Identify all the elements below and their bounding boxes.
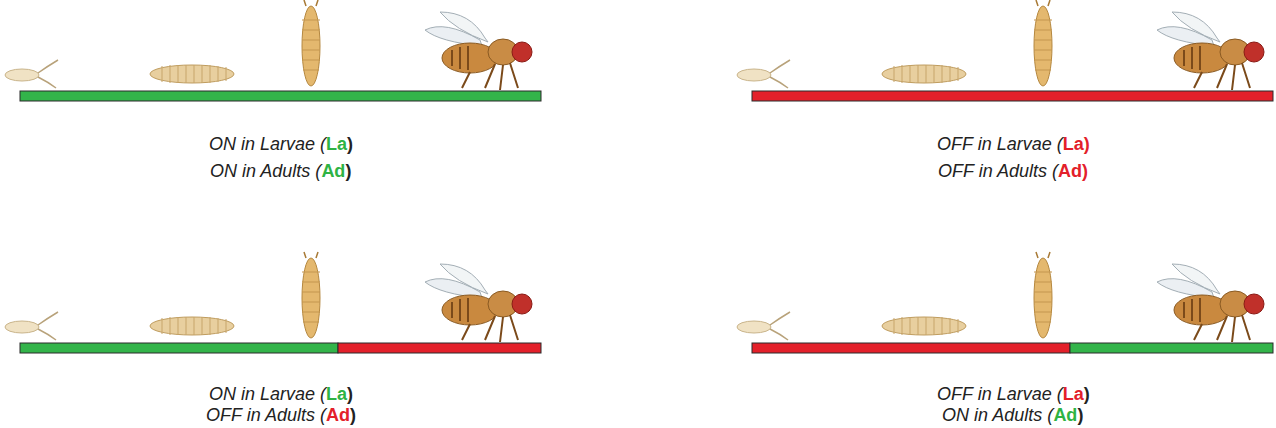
stage-tag: La [326,384,347,404]
stage-tag: Ad [1053,405,1077,425]
life-stages [5,0,532,90]
caption-text: OFF in Adults ( [938,161,1058,181]
stage-tag: ) [345,161,351,181]
caption-line: ON in Larvae (La) [209,384,353,404]
caption-text: OFF in Adults ( [206,405,326,425]
stage-tag: ) [347,384,353,404]
caption-text: ON in Adults ( [210,161,321,181]
expression-bar [752,343,1273,353]
caption-text: OFF in Larvae ( [937,134,1063,154]
stage-tag: La) [1063,134,1090,154]
stage-tag: La [326,134,347,154]
caption-text: ON in Larvae ( [209,384,326,404]
caption-line: OFF in Adults (Ad) [206,405,356,425]
stage-tag: ) [350,405,356,425]
stage-tag: ) [1084,384,1090,404]
stage-tag: ) [1077,405,1083,425]
expression-bar [20,343,541,353]
caption-text: OFF in Larvae ( [937,384,1063,404]
caption-line: OFF in Adults (Ad) [938,161,1088,181]
caption-line: OFF in Larvae (La) [937,134,1090,154]
stage-tag: ) [347,134,353,154]
stage-tag: Ad [326,405,350,425]
expression-bar [752,91,1273,101]
caption-text: ON in Larvae ( [209,134,326,154]
caption-line: ON in Adults (Ad) [210,161,351,181]
stage-tag: La [1063,384,1084,404]
caption-line: ON in Adults (Ad) [942,405,1083,425]
caption-text: ON in Adults ( [942,405,1053,425]
stage-tag: Ad) [1058,161,1088,181]
life-stages [737,252,1264,342]
expression-bar [20,91,541,101]
stage-tag: Ad [321,161,345,181]
life-stages [737,0,1264,90]
caption-line: ON in Larvae (La) [209,134,353,154]
life-stages [5,252,532,342]
caption-line: OFF in Larvae (La) [937,384,1090,404]
